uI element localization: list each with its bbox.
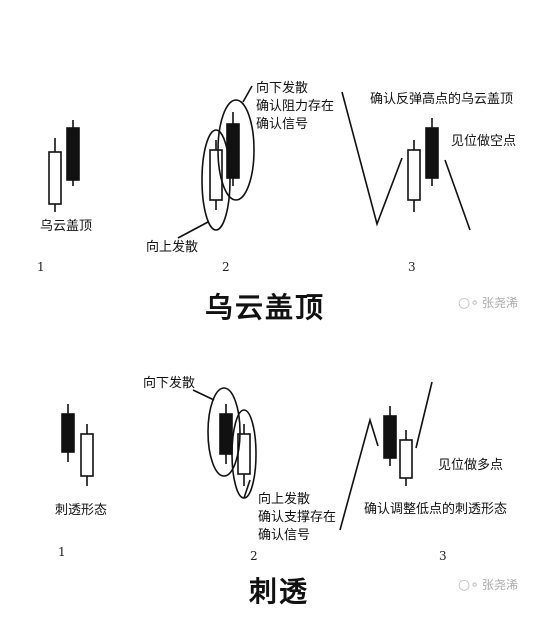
bottom-watermark: ○∘ 张尧浠: [458, 576, 518, 593]
top-panel1-label: 乌云盖顶: [40, 219, 93, 234]
bottom-panel3-price-path: [339, 417, 379, 531]
bottom-panel3-up-path: [415, 381, 433, 449]
top-panel3-price-path: [341, 91, 403, 227]
bottom-panel2-down-ellipse: [207, 387, 241, 477]
bottom-panel2-black-candle: [219, 404, 233, 464]
bottom-panel3-bottom-label: 确认调整低点的刺透形态: [364, 502, 508, 517]
bottom-panel3-number: 3: [439, 549, 447, 563]
top-panel2-down-ellipse: [217, 99, 255, 201]
bottom-panel2-number: 2: [250, 549, 258, 563]
bottom-panel2-down-label: 向下发散: [143, 376, 196, 391]
top-panel2-number: 2: [222, 260, 230, 274]
top-panel2-black-candle: [226, 112, 240, 186]
bottom-panel2-down-leader: [192, 389, 215, 401]
top-panel3-number: 3: [408, 260, 416, 274]
top-panel3-white-candle: [407, 140, 421, 212]
wechat-icon: ○∘: [458, 294, 479, 311]
top-panel3-side-label: 见位做空点: [451, 134, 517, 149]
bottom-panel1-white-candle: [80, 424, 94, 486]
bottom-panel3-white-candle: [399, 430, 413, 486]
bottom-panel2-up-leader: [243, 479, 251, 499]
bottom-panel1-label: 刺透形态: [55, 503, 108, 518]
bottom-panel3-black-candle: [383, 406, 397, 466]
wechat-icon: ○∘: [458, 576, 479, 593]
top-panel2-up-label: 向上发散: [146, 240, 199, 255]
top-panel3-down-path: [444, 159, 471, 231]
top-panel2-up-ellipse: [201, 129, 231, 231]
top-watermark: ○∘ 张尧浠: [458, 294, 518, 311]
bottom-panel2-up-label: 向上发散 确认支撑存在 确认信号: [258, 492, 337, 543]
top-panel2-down-label: 向下发散 确认阻力存在 确认信号: [256, 81, 335, 132]
bottom-section-title: 刺透: [249, 575, 310, 608]
bottom-panel3-side-label: 见位做多点: [438, 458, 504, 473]
top-panel2-down-leader: [242, 85, 253, 103]
top-panel1-black-candle: [66, 120, 80, 186]
top-panel2-up-leader: [177, 221, 209, 239]
top-panel3-black-candle: [425, 118, 439, 186]
top-panel1-white-candle: [48, 138, 62, 212]
top-panel1-number: 1: [37, 260, 45, 274]
bottom-panel1-black-candle: [61, 404, 75, 462]
top-panel3-top-label: 确认反弹高点的乌云盖顶: [370, 92, 514, 107]
top-section-title: 乌云盖顶: [205, 291, 326, 324]
bottom-panel1-number: 1: [58, 545, 66, 559]
